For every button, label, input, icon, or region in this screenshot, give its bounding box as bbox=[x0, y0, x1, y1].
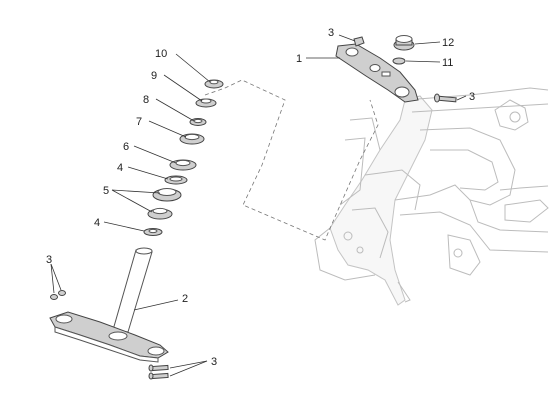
top-washer bbox=[392, 57, 406, 65]
callout-4-lower: 4 bbox=[94, 217, 100, 229]
callout-3-bottom: 3 bbox=[211, 356, 217, 368]
leader-lines bbox=[50, 34, 467, 377]
callout-3-right: 3 bbox=[469, 91, 475, 103]
callout-3-top: 3 bbox=[328, 27, 334, 39]
callout-labels: 10 9 8 7 6 4 5 4 3 2 3 1 3 12 11 3 bbox=[46, 27, 475, 368]
callout-12: 12 bbox=[442, 37, 454, 49]
callout-9: 9 bbox=[151, 70, 157, 82]
upper-triple-clamp bbox=[335, 43, 419, 103]
lower-clamp-bolts bbox=[148, 364, 169, 380]
callout-4-upper: 4 bbox=[117, 162, 123, 174]
callout-7: 7 bbox=[136, 116, 142, 128]
callout-6: 6 bbox=[123, 141, 129, 153]
upper-clamp-screw bbox=[353, 36, 365, 47]
clamp-bolt bbox=[434, 93, 457, 103]
lower-triple-clamp bbox=[49, 247, 169, 363]
callout-2: 2 bbox=[182, 293, 188, 305]
callout-1: 1 bbox=[296, 53, 302, 65]
top-nut bbox=[393, 35, 415, 51]
callout-5: 5 bbox=[103, 185, 109, 197]
callout-10: 10 bbox=[155, 48, 167, 60]
callout-8: 8 bbox=[143, 94, 149, 106]
left-small-nuts bbox=[50, 290, 66, 300]
callout-11: 11 bbox=[442, 57, 453, 69]
motorcycle-frame bbox=[314, 87, 549, 306]
callout-3-left: 3 bbox=[46, 254, 52, 266]
bearing-stack bbox=[143, 79, 224, 236]
